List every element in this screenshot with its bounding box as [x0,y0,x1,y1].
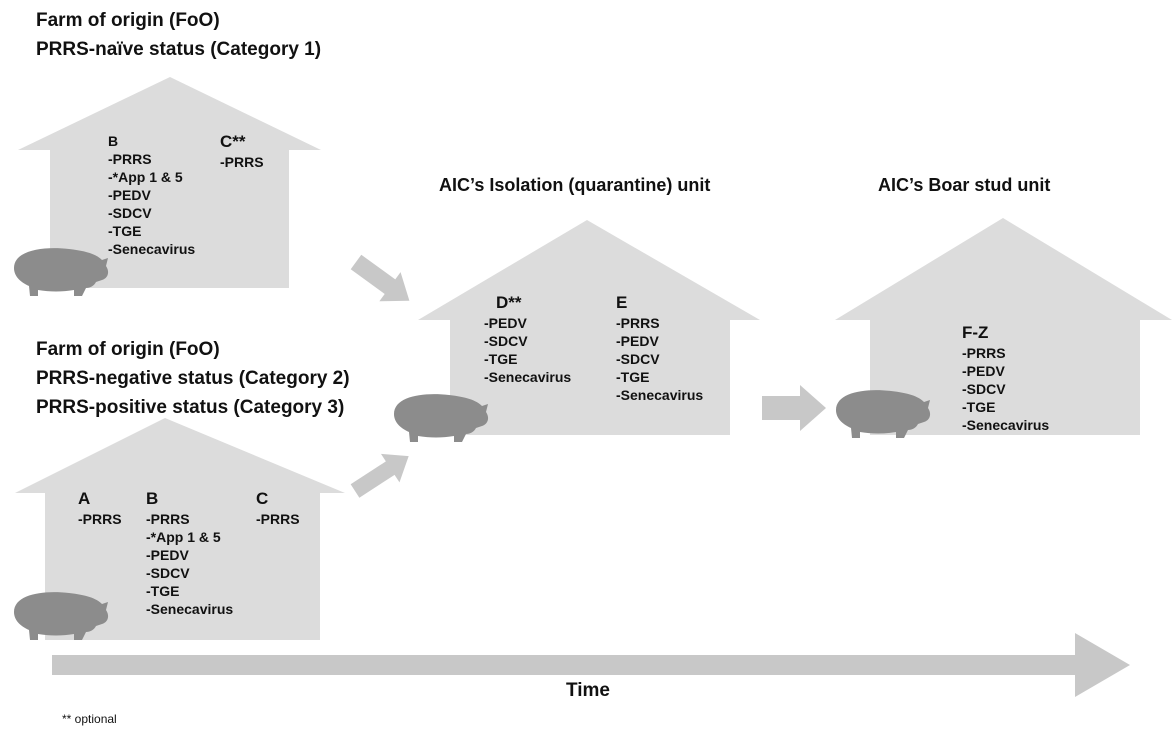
pathogen-item: -Senecavirus [108,241,196,257]
pathogen-item: -*App 1 & 5 [108,169,183,185]
pig-icon [14,248,109,296]
pathogen-item: -SDCV [146,565,190,581]
pathogen-item: -Senecavirus [146,601,234,617]
pathogen-item: -PEDV [108,187,151,203]
pathogen-item: -SDCV [616,351,660,367]
pathogen-item: -PRRS [962,345,1006,361]
pathogen-item: -Senecavirus [484,369,572,385]
arrow-icon-bottom-to-isolation [350,453,409,498]
pathogen-item: -*App 1 & 5 [146,529,221,545]
boar-stud-column-fz: F-Z -PRRS -PEDV -SDCV -TGE -Senecavirus [962,322,1049,434]
isolation-unit-title: AIC’s Isolation (quarantine) unit [439,175,711,195]
column-label: C [256,489,269,508]
pathogen-item: -SDCV [108,205,152,221]
pathogen-item: -TGE [616,369,650,385]
column-label: F-Z [962,323,989,342]
foo-top-title-line1: Farm of origin (FoO) [36,10,220,31]
pathogen-item: -TGE [108,223,142,239]
pathogen-item: -SDCV [484,333,528,349]
pathogen-item: -Senecavirus [962,417,1050,433]
column-label: C** [220,132,246,151]
pathogen-item: -PEDV [962,363,1005,379]
foo-top-column-c: C** -PRRS [220,131,264,171]
pig-icon [394,394,489,442]
foo-bottom-column-b: B -PRRS -*App 1 & 5 -PEDV -SDCV -TGE -Se… [146,488,233,618]
house-foo-category2-3 [15,418,345,640]
arrow-icon-isolation-to-boar-stud [762,385,826,431]
arrow-icon-top-to-isolation [350,254,410,302]
boar-stud-unit-title: AIC’s Boar stud unit [878,175,1051,195]
column-label: D** [496,293,522,312]
isolation-column-d: D** -PEDV -SDCV -TGE -Senecavirus [484,292,571,386]
pathogen-item: -TGE [962,399,996,415]
time-axis-label: Time [566,680,611,701]
pathogen-item: -PRRS [108,151,152,167]
house-boar-stud-unit [835,218,1172,435]
foo-bottom-title-line1: Farm of origin (FoO) [36,339,220,360]
column-label: A [78,489,91,508]
pathogen-item: -PRRS [220,154,264,170]
pathogen-item: -TGE [146,583,180,599]
pathogen-item: -PRRS [616,315,660,331]
pig-icon [14,592,109,640]
pathogen-item: -PRRS [78,511,122,527]
pathogen-item: -PEDV [616,333,659,349]
pathogen-item: -Senecavirus [616,387,704,403]
column-label: E [616,293,628,312]
foo-top-title-line2: PRRS-naïve status (Category 1) [36,39,322,60]
column-label: B [108,133,119,149]
pathogen-item: -PRRS [256,511,300,527]
pathogen-item: -PEDV [484,315,527,331]
pig-icon [836,390,931,438]
foo-bottom-title-line3: PRRS-positive status (Category 3) [36,397,345,418]
foo-bottom-column-a: A -PRRS [78,488,122,528]
pathogen-item: -SDCV [962,381,1006,397]
pathogen-item: -PEDV [146,547,189,563]
foo-top-column-b: B -PRRS -*App 1 & 5 -PEDV -SDCV -TGE -Se… [108,132,195,258]
foo-bottom-title-line2: PRRS-negative status (Category 2) [36,368,350,389]
foo-bottom-column-c: C -PRRS [256,488,300,528]
house-foo-category1 [18,77,321,288]
column-label: B [146,489,159,508]
pathogen-item: -PRRS [146,511,190,527]
pathogen-item: -TGE [484,351,518,367]
footnote: ** optional [62,712,117,726]
isolation-column-e: E -PRRS -PEDV -SDCV -TGE -Senecavirus [616,292,703,404]
time-arrow-icon [52,633,1130,697]
house-isolation-unit [418,220,760,435]
